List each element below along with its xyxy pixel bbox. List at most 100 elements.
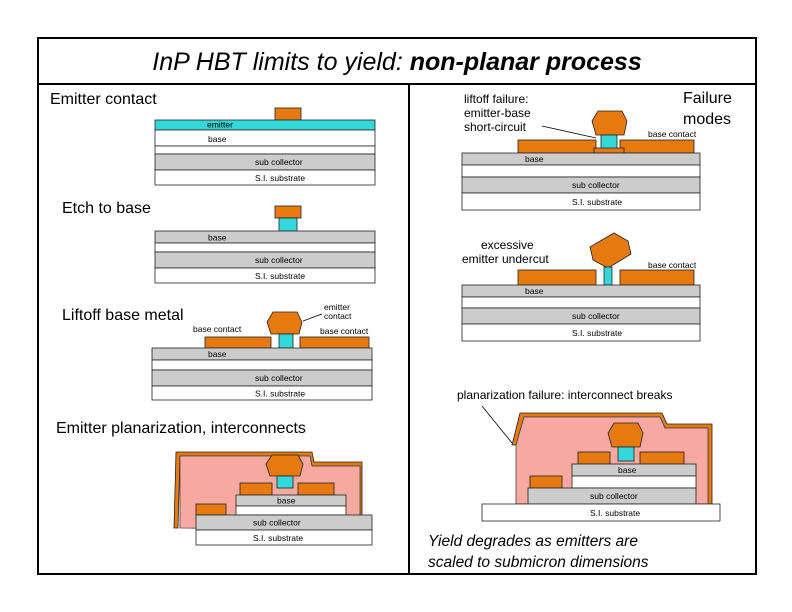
subcollector-label: sub collector: [255, 157, 303, 167]
collector-layer: [151, 359, 373, 371]
step-etch-to-base-label: Etch to base: [62, 200, 151, 217]
emitter-contact-label-2: contact: [324, 311, 352, 321]
subcollector-label: sub collector: [572, 180, 620, 190]
base-layer-label: base: [208, 349, 227, 359]
collector-contact: [195, 503, 227, 516]
emitter-metal-mushroom: [591, 110, 628, 136]
fallen-emitter-metal: [589, 232, 632, 269]
failure-modes-line2: modes: [683, 111, 732, 128]
planarization-failure-label: planarization failure: interconnect brea…: [457, 388, 672, 402]
failure-modes-label: Failure modes: [683, 88, 732, 130]
emitter-metal: [274, 107, 302, 121]
base-layer-label: base: [277, 496, 296, 506]
base-layer: [151, 347, 373, 361]
base-layer: [461, 152, 701, 166]
base-layer-label: base: [208, 233, 227, 243]
title-bold: non-planar process: [409, 48, 642, 76]
base-layer: [154, 230, 376, 244]
substrate-label: S.I. substrate: [590, 508, 640, 518]
base-contact-left: [239, 482, 273, 496]
substrate-layer: [154, 169, 376, 186]
subcollector-label: sub collector: [253, 518, 301, 528]
subcollector-label: sub collector: [590, 491, 638, 501]
diagram-liftoff-failure: liftoff failure: emitter-base short-circ…: [461, 92, 701, 211]
collector-contact: [529, 475, 563, 489]
substrate-label: S.I. substrate: [255, 173, 305, 183]
base-contact-right: [639, 451, 685, 465]
base-layer: [154, 129, 376, 147]
substrate-layer: [461, 323, 701, 342]
step-planarization-label: Emitter planarization, interconnects: [56, 420, 306, 437]
base-contact-label-left: base contact: [193, 324, 242, 334]
diagram-undercut-failure: excessive emitter undercut base contact …: [461, 232, 701, 342]
column-divider: [408, 85, 410, 575]
base-contact-label: base contact: [648, 129, 697, 139]
yield-footnote: Yield degrades as emitters are scaled to…: [428, 531, 649, 573]
emitter-contact-label-1: emitter: [324, 302, 350, 312]
substrate-label: S.I. substrate: [572, 328, 622, 338]
emitter-mesa: [276, 475, 294, 489]
undercut-label-1: excessive: [481, 238, 534, 252]
substrate-label: S.I. substrate: [253, 533, 303, 543]
substrate-label: S.I. substrate: [572, 197, 622, 207]
emitter-metal-mushroom: [607, 422, 644, 448]
subcollector-label: sub collector: [572, 311, 620, 321]
emitter-layer: [154, 119, 376, 131]
emitter-metal-mushroom: [266, 311, 303, 335]
base-contact-right: [619, 269, 695, 286]
base-contact-right: [297, 482, 335, 496]
base-layer-label: base: [618, 465, 637, 475]
base-layer-label: base: [525, 154, 544, 164]
subcollector-label: sub collector: [255, 255, 303, 265]
collector-layer: [461, 164, 701, 178]
collector-layer: [235, 505, 347, 516]
substrate-layer: [154, 267, 376, 284]
undercut-emitter-mesa: [603, 266, 613, 286]
diagram-emitter-contact: emitter base sub collector S.I. substrat…: [154, 107, 376, 186]
title-normal: InP HBT limits to yield:: [152, 48, 410, 76]
base-contact-label-right: base contact: [320, 326, 369, 336]
collector-layer: [154, 242, 376, 253]
liftoff-failure-label-2: emitter-base: [464, 106, 531, 120]
substrate-label: S.I. substrate: [255, 271, 305, 281]
footnote-line2: scaled to submicron dimensions: [428, 554, 649, 571]
base-layer-label: base: [208, 134, 227, 144]
diagram-planarization-failure: planarization failure: interconnect brea…: [457, 388, 721, 522]
substrate-layer: [195, 529, 373, 546]
substrate-layer: [461, 192, 701, 211]
base-layer-label: base: [525, 286, 544, 296]
collector-layer: [461, 296, 701, 309]
collector-layer: [154, 145, 376, 155]
base-contact-right: [619, 139, 695, 154]
subcollector-label: sub collector: [255, 373, 303, 383]
step-emitter-contact-label: Emitter contact: [50, 91, 157, 108]
short-circuit-metal: [593, 147, 625, 154]
base-contact-label: base contact: [648, 260, 697, 270]
emitter-metal-mushroom: [265, 454, 304, 477]
undercut-label-2: emitter undercut: [462, 252, 549, 266]
diagram-etch-to-base: base sub collector S.I. substrate: [154, 205, 376, 284]
emitter-mesa: [617, 446, 635, 462]
diagram-planarization: base sub collector S.I. substrate: [173, 451, 373, 546]
liftoff-failure-label-1: liftoff failure:: [464, 92, 528, 106]
step-liftoff-label: Liftoff base metal: [62, 307, 184, 324]
collector-layer: [571, 475, 697, 489]
title-bar: [37, 37, 757, 85]
emitter-mesa: [278, 217, 298, 232]
emitter-layer-label: emitter: [207, 120, 233, 130]
base-contact-right: [299, 336, 370, 349]
base-contact-left: [204, 336, 272, 349]
substrate-layer: [481, 503, 721, 522]
base-contact-left: [517, 139, 597, 154]
failure-modes-line1: Failure: [683, 90, 732, 107]
base-contact-left: [517, 269, 597, 286]
liftoff-failure-label-3: short-circuit: [464, 120, 527, 134]
slide-title: InP HBT limits to yield: non-planar proc…: [37, 48, 757, 77]
emitter-mesa: [278, 333, 294, 349]
base-layer: [461, 284, 701, 298]
substrate-label: S.I. substrate: [255, 389, 305, 399]
slide-frame: [37, 37, 757, 575]
diagram-liftoff-base-metal: emitter contact base contact base contac…: [151, 302, 373, 401]
base-contact-left: [577, 451, 611, 465]
